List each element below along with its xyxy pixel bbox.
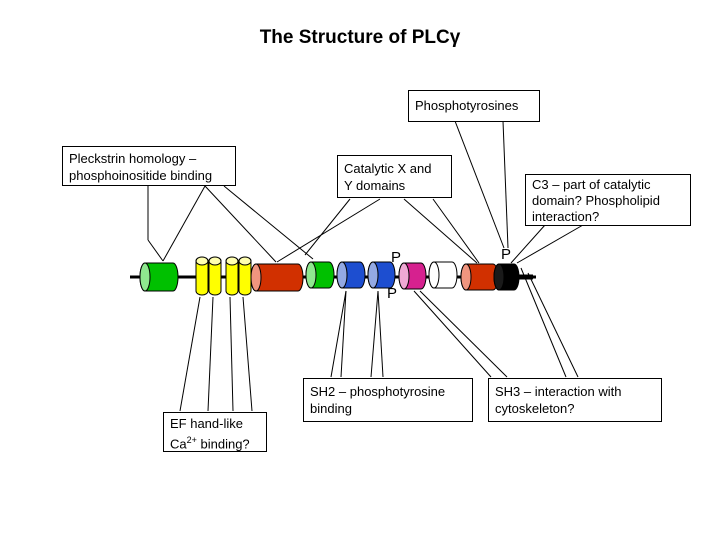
callout-text: C3 – part of catalytic: [532, 177, 651, 192]
callout-text: domain? Phospholipid: [532, 193, 660, 208]
superscript-2plus: 2+: [186, 435, 197, 445]
domain-sh3-domain: [398, 262, 427, 290]
callout-ef-hand: EF hand-like Ca2+ binding?: [163, 412, 267, 452]
callout-text: Ca2+ binding?: [170, 435, 250, 452]
pleckstrin-callout-lines: [147, 185, 314, 263]
domain-sh2-c: [367, 261, 396, 289]
callout-sh2: SH2 – phosphotyrosine binding: [303, 378, 473, 422]
callout-phosphotyrosines: Phosphotyrosines: [408, 90, 540, 122]
page-title: The Structure of PLCγ: [259, 27, 461, 48]
callout-text: Pleckstrin homology –: [69, 151, 197, 166]
callout-text: SH2 – phosphotyrosine: [310, 384, 446, 399]
sh3-callout-lines: [413, 267, 579, 378]
callout-text: Catalytic X and: [344, 161, 432, 176]
callout-text: interaction?: [532, 209, 600, 224]
domain-c2-black: [493, 263, 520, 291]
callout-text: SH3 – interaction with: [495, 384, 622, 399]
domain-ef-hand-1: [195, 256, 209, 296]
callout-text: binding: [310, 401, 352, 416]
domain-sh2-n: [336, 261, 366, 289]
callout-catalytic-xy: Catalytic X and Y domains: [337, 155, 452, 198]
phospho-p-label-right: P: [501, 246, 512, 263]
catalytic-callout-lines: [276, 198, 480, 264]
domain-ef-hand-3: [225, 256, 239, 296]
callout-text: Phosphotyrosines: [415, 98, 519, 113]
phospho-p-label-bottom: P: [387, 285, 398, 302]
domain-ef-hand-4: [238, 256, 252, 296]
phospho-p-label-top: P: [391, 249, 402, 266]
callout-pleckstrin-homology: Pleckstrin homology – phosphoinositide b…: [62, 146, 236, 186]
domain-y-catalytic: [460, 263, 499, 291]
callout-c3: C3 – part of catalytic domain? Phospholi…: [525, 174, 691, 226]
callout-text: Y domains: [344, 178, 406, 193]
domain-split-ph-n: [305, 261, 335, 289]
callout-text: EF hand-like: [170, 416, 243, 431]
callout-text: phosphoinositide binding: [69, 168, 213, 183]
protein-chain: [130, 256, 536, 296]
domain-ef-hand-2: [208, 256, 222, 296]
c3-callout-lines: [510, 224, 584, 264]
domain-split-ph-c: [428, 261, 458, 289]
domain-ph-domain: [139, 262, 179, 292]
sh2-callout-lines: [330, 290, 384, 378]
callout-sh3: SH3 – interaction with cytoskeleton?: [488, 378, 662, 422]
callout-text: cytoskeleton?: [495, 401, 575, 416]
ef-callout-lines: [179, 296, 253, 412]
phosphotyrosines-callout-lines: [454, 120, 509, 249]
domain-x-catalytic: [250, 263, 304, 292]
